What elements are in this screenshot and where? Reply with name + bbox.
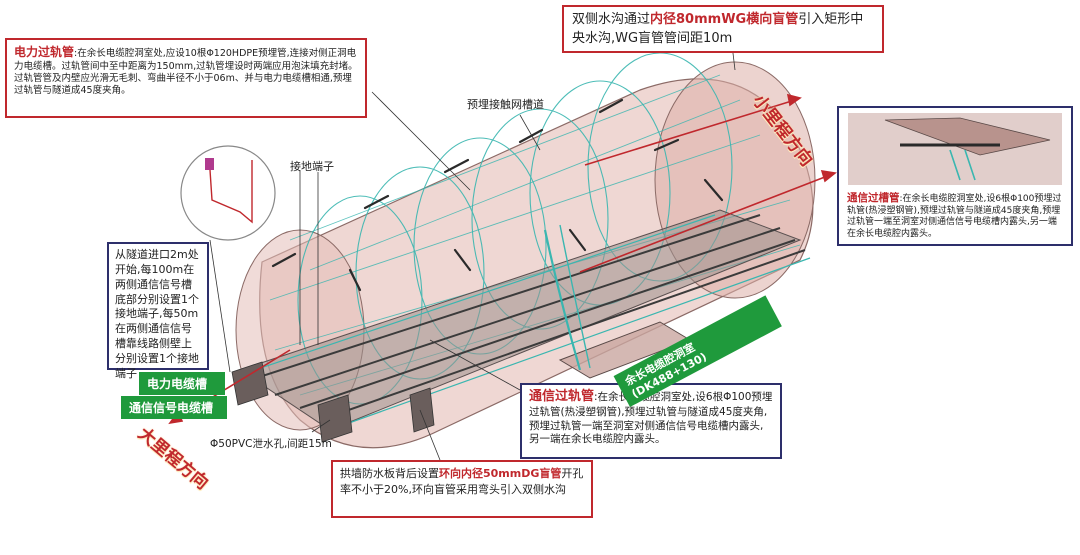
drain-cross-post: 引入矩形中央水沟,WG盲管管间距10m (572, 12, 864, 46)
comm-groove-pipe-callout: 通信过槽管:在余长电缆腔洞室处,设6根Φ100预埋过轨管(热浸塑钢管),预埋过轨… (842, 190, 1068, 242)
arch-drain-highlight: 环向内径50mmDG盲管 (439, 467, 562, 480)
power-cross-pipe-callout: 电力过轨管:在余长电缆腔洞室处,应设10根Φ120HDPE预埋管,连接对侧正洞电… (5, 38, 367, 118)
arch-drain-pipe-callout: 拱墙防水板背后设置环向内径50mmDG盲管开孔率不小于20%,环向盲管采用弯头引… (331, 460, 593, 518)
comm-groove-pipe-title: 通信过槽管 (847, 192, 900, 204)
arch-drain-post: 开孔率不小于20%,环向盲管采用弯头引入双侧水沟 (340, 467, 584, 496)
arch-drain-pre: 拱墙防水板背后设置 (340, 467, 439, 480)
catenary-groove-label: 预埋接触网槽道 (467, 98, 544, 111)
catenary-grooves (271, 98, 724, 292)
grounding-terminal-body: 从隧道进口2m处开始,每100m在两侧通信信号槽底部分别设置1个接地端子,每50… (115, 248, 199, 380)
power-cross-pipe-title: 电力过轨管 (14, 45, 75, 59)
grounding-terminal-callout: 从隧道进口2m处开始,每100m在两侧通信信号槽底部分别设置1个接地端子,每50… (107, 242, 209, 380)
signal-trough-tag: 通信信号电缆槽 (121, 396, 227, 419)
power-trough-tag: 电力电缆槽 (139, 372, 225, 395)
drain-cross-pre: 双侧水沟通过 (572, 12, 651, 27)
ground-terminal-label: 接地端子 (290, 160, 334, 173)
comm-groove-pipe-body: :在余长电缆腔洞室处,设6根Φ100预埋过轨管(热浸塑钢管),预埋过轨管与隧道成… (847, 194, 1062, 240)
leader-lines (209, 27, 736, 461)
drain-cross-pipe-callout: 双侧水沟通过内径80mmWG横向盲管引入矩形中央水沟,WG盲管管间距10m (562, 5, 884, 53)
drain-cross-highlight: 内径80mmWG横向盲管 (650, 12, 799, 27)
drain-hole-label: Φ50PVC泄水孔,间距15m (210, 438, 332, 450)
comm-cross-pipe-callout: 通信过轨管:在余长电缆腔洞室处,设6根Φ100预埋过轨管(热浸塑钢管),预埋过轨… (520, 383, 782, 459)
cable-troughs (231, 361, 435, 443)
track-bed (238, 209, 811, 431)
detail-inset (837, 106, 1073, 246)
cable-chamber (543, 224, 692, 379)
grounding-inset (180, 145, 276, 241)
power-cross-pipe-body: :在余长电缆腔洞室处,应设10根Φ120HDPE预埋管,连接对侧正洞电力电缆槽。… (14, 48, 358, 97)
comm-cross-pipe-title: 通信过轨管 (529, 389, 595, 404)
